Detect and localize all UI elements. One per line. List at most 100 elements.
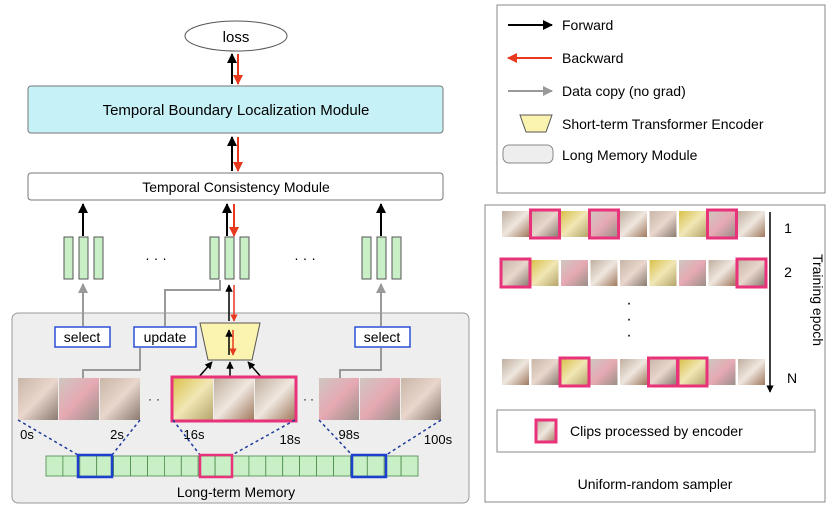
copy-line — [339, 348, 382, 378]
frames-center — [170, 375, 298, 423]
update-tag — [133, 326, 197, 348]
long-term-memory-label: Long-term Memory — [177, 484, 295, 500]
ellipsis-left: · · · — [145, 250, 167, 266]
legend-backward-label: Backward — [562, 50, 623, 66]
sampler-frame — [620, 359, 647, 385]
tcm-label: Temporal Consistency Module — [142, 179, 330, 195]
memory-cell — [333, 455, 351, 477]
memory-slot-selected — [350, 453, 388, 479]
sampler-frame — [620, 211, 647, 237]
ellipsis: · — [310, 392, 314, 406]
memory-cell — [163, 455, 182, 477]
selected-clip-highlight — [170, 375, 298, 423]
sampler-frame — [561, 359, 588, 385]
sampler-frame — [561, 260, 588, 286]
memory-cell — [130, 455, 148, 477]
memory-slot-selected — [76, 453, 114, 479]
sampler-frame — [679, 260, 706, 286]
temporal-consistency-module — [27, 172, 444, 201]
legend-copy-label: Data copy (no grad) — [562, 83, 686, 99]
time-label: 100s — [424, 432, 453, 447]
time-label: 2s — [110, 427, 124, 442]
legend-encoder-icon — [519, 114, 553, 133]
sampler-frame — [708, 260, 736, 286]
sampler-frame — [738, 211, 765, 237]
epoch-axis-label: Training epoch — [810, 254, 826, 346]
sampler-title: Uniform-random sampler — [578, 476, 733, 492]
sampler-frame — [679, 211, 706, 237]
update-label: update — [144, 329, 187, 345]
memory-cell — [113, 455, 131, 477]
forward-arrow — [197, 361, 213, 379]
tblm-label: Temporal Boundary Localization Module — [103, 102, 370, 119]
encoded-clip-highlight — [706, 208, 738, 240]
feature-group-left — [63, 236, 104, 280]
sampler-frame — [738, 359, 765, 385]
sampler-panel — [484, 204, 826, 503]
epoch-label: 1 — [784, 220, 792, 236]
legend-memory-icon — [502, 144, 554, 164]
memory-cell — [45, 455, 64, 477]
frames-right — [319, 378, 441, 420]
encoded-clip-highlight — [735, 257, 768, 289]
legend-box — [496, 4, 826, 194]
temporal-boundary-localization-module — [27, 85, 444, 134]
sampler-frame — [738, 260, 765, 286]
memory-slot-updated — [198, 453, 234, 479]
memory-cell — [316, 455, 334, 477]
select-tag-right — [354, 326, 411, 348]
memory-cell — [79, 455, 98, 477]
encoded-clip-highlight — [558, 356, 591, 388]
memory-cell — [282, 455, 301, 477]
time-label: 0s — [20, 427, 34, 442]
sampler-frame — [649, 260, 677, 286]
sampler-frame — [708, 211, 736, 237]
sampler-frame — [590, 260, 618, 286]
memory-cell — [214, 455, 233, 477]
select-label: select — [364, 329, 401, 345]
time-label: 18s — [280, 432, 301, 447]
loss-node — [184, 20, 288, 52]
sampler-frame — [708, 359, 736, 385]
encoded-clip-highlight — [499, 257, 532, 289]
ellipsis: · — [148, 392, 152, 406]
sampler-frame — [502, 211, 529, 237]
loss-label: loss — [223, 29, 250, 46]
ellipsis: · — [303, 392, 307, 406]
encoded-clip-highlight — [676, 356, 709, 388]
vertical-ellipsis: · — [626, 295, 631, 312]
encoded-clip-highlight — [588, 208, 620, 240]
vertical-ellipsis: · — [626, 311, 631, 328]
sampler-frame — [649, 211, 677, 237]
time-label: 16s — [184, 427, 205, 442]
memory-cell — [231, 455, 250, 477]
select-tag-left — [54, 326, 111, 348]
encoder-block — [199, 322, 261, 361]
vertical-ellipsis: · — [626, 327, 631, 344]
forward-arrow — [247, 361, 263, 379]
legend-memory-label: Long Memory Module — [562, 147, 698, 163]
sampler-frame-rows — [499, 208, 768, 388]
epoch-label: N — [787, 370, 797, 386]
encoded-clip-icon — [534, 418, 558, 444]
memory-cell — [147, 455, 165, 477]
sampler-frame — [590, 359, 618, 385]
memory-cell — [400, 455, 419, 477]
sampler-frame — [531, 359, 559, 385]
sampler-frame — [502, 260, 529, 286]
feature-group-right — [361, 236, 402, 280]
mapping-lines — [17, 419, 442, 456]
memory-cell — [180, 455, 199, 477]
sampler-frame — [679, 359, 706, 385]
sampler-frame — [531, 260, 559, 286]
ellipsis-right: · · · — [294, 250, 316, 266]
sampler-frame — [590, 211, 618, 237]
long-term-memory-bar — [45, 455, 419, 477]
clip-legend-label: Clips processed by encoder — [570, 423, 743, 439]
legend-forward-label: Forward — [562, 17, 613, 33]
encoded-clip-highlight — [529, 208, 561, 240]
memory-cell — [299, 455, 317, 477]
sampler-frame — [649, 359, 677, 385]
sampler-frame — [620, 260, 647, 286]
sampler-frame — [561, 211, 588, 237]
